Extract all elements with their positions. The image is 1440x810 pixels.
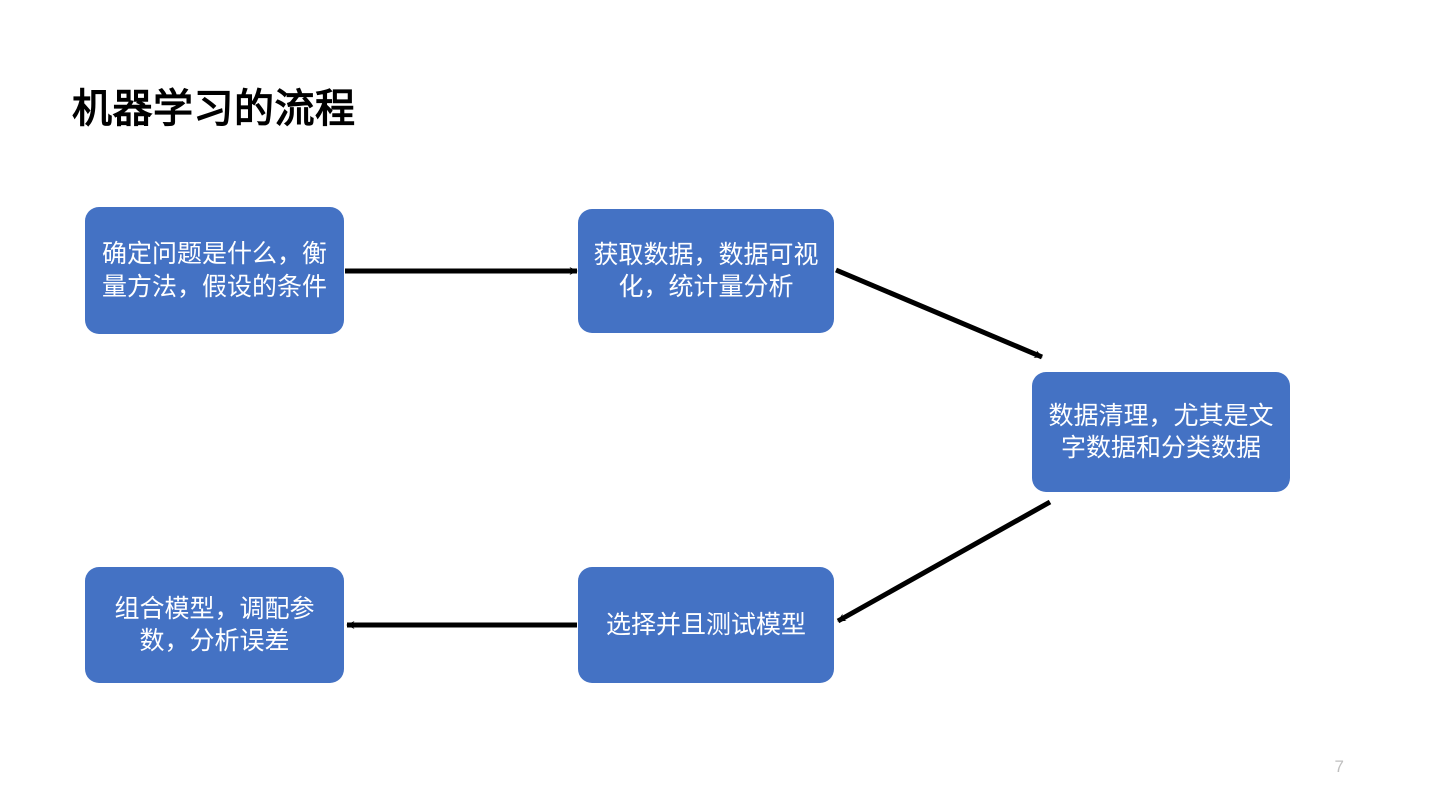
flow-node-label: 数据清理，尤其是文字数据和分类数据 [1048,401,1274,463]
page-title: 机器学习的流程 [72,87,356,131]
flow-node-label: 组合模型，调配参数，分析误差 [114,594,315,656]
flow-node-label: 确定问题是什么，衡量方法，假设的条件 [101,240,327,301]
flow-node-label: 获取数据，数据可视化，统计量分析 [593,240,819,302]
flow-node-clean-data[interactable]: 数据清理，尤其是文字数据和分类数据 [1032,372,1290,492]
connector-acquire-to-clean [835,267,1043,360]
flow-node-acquire-data[interactable]: 获取数据，数据可视化，统计量分析 [578,209,834,333]
flow-node-define-problem[interactable]: 确定问题是什么，衡量方法，假设的条件 [85,207,344,334]
flow-node-tune-model[interactable]: 组合模型，调配参数，分析误差 [85,567,344,683]
flow-node-label: 选择并且测试模型 [605,610,806,639]
page-number: 7 [1334,757,1344,776]
flow-node-select-model[interactable]: 选择并且测试模型 [578,567,834,683]
connector-clean-to-select [836,499,1052,624]
